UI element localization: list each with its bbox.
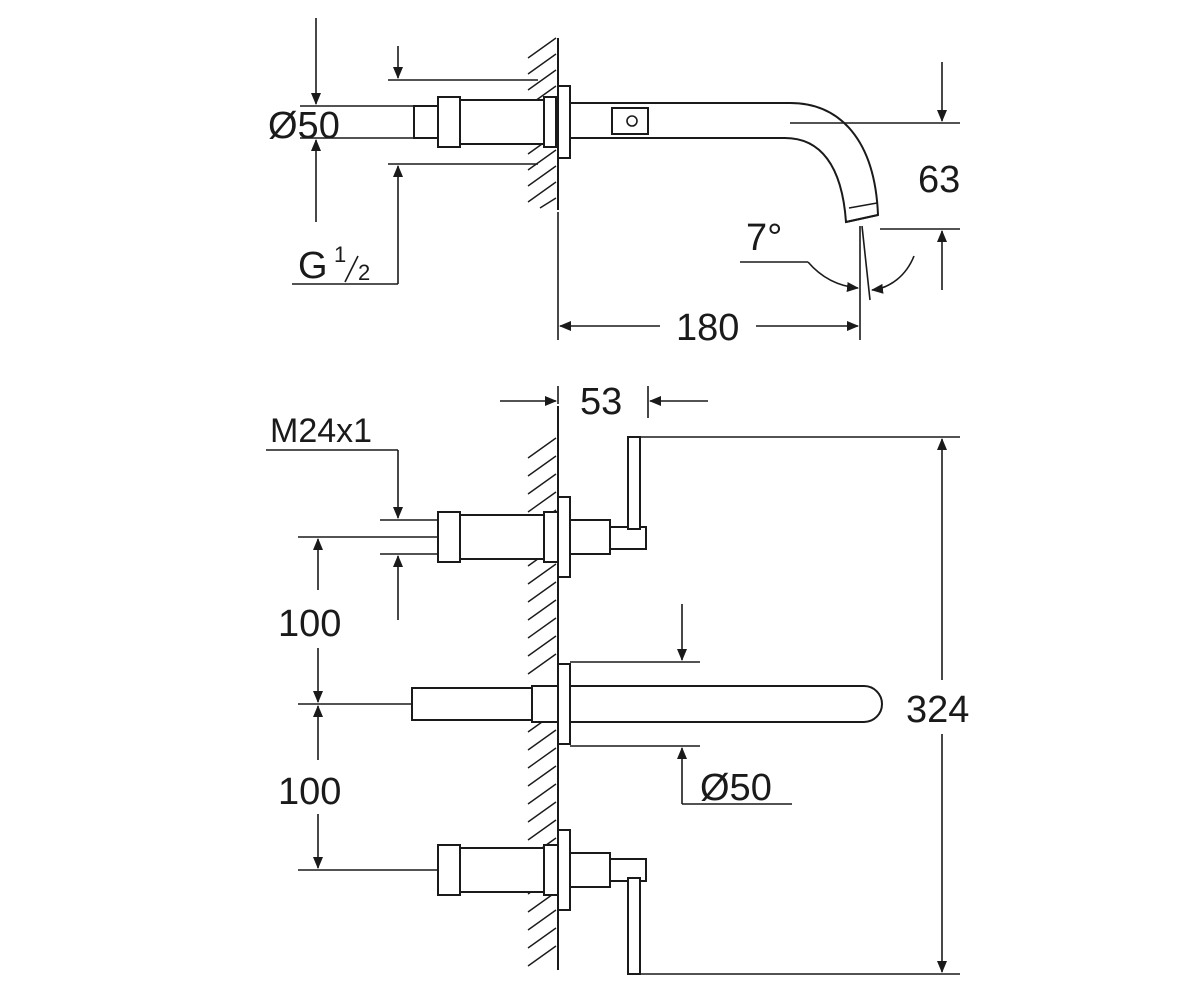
top-length-dim: 180 bbox=[557, 212, 861, 349]
top-height-dim: 63 bbox=[790, 62, 960, 290]
top-valve-body bbox=[413, 96, 557, 148]
spacing-lower-label: 100 bbox=[278, 771, 341, 813]
bottom-spacing-dim: 100 100 bbox=[278, 536, 438, 871]
bottom-spout bbox=[411, 663, 883, 745]
top-spout bbox=[570, 102, 880, 224]
upper-lever bbox=[627, 436, 641, 530]
top-angle-dim: 7° bbox=[740, 217, 915, 306]
total-height-label: 324 bbox=[906, 689, 969, 731]
top-view: Ø50 G 1 2 63 bbox=[268, 18, 960, 349]
top-thread-label-num: 1 bbox=[334, 242, 346, 267]
top-diameter-label: Ø50 bbox=[268, 105, 340, 147]
top-thread-dim: G 1 2 bbox=[292, 18, 414, 287]
spacing-upper-label: 100 bbox=[278, 603, 341, 645]
top-rosette bbox=[557, 85, 571, 159]
top-thread-label-den: 2 bbox=[358, 260, 370, 285]
top-length-label: 180 bbox=[676, 307, 739, 349]
bottom-thread-dim: M24x1 bbox=[266, 412, 438, 620]
upper-handle-assembly bbox=[437, 436, 647, 578]
top-diameter-dim: Ø50 bbox=[268, 46, 538, 200]
bottom-depth-label: 53 bbox=[580, 381, 622, 423]
top-thread-label-main: G bbox=[298, 245, 328, 287]
spout-diameter-label: Ø50 bbox=[700, 767, 772, 809]
top-height-label: 63 bbox=[918, 159, 960, 201]
top-angle-label: 7° bbox=[746, 217, 782, 259]
bottom-view: 53 M24x1 100 100 bbox=[266, 381, 969, 975]
lower-lever bbox=[627, 877, 641, 975]
lower-handle-assembly bbox=[437, 829, 647, 975]
bottom-total-height-dim: 324 bbox=[640, 436, 969, 975]
bottom-thread-label: M24x1 bbox=[270, 412, 372, 450]
bottom-spout-diameter-dim: Ø50 bbox=[570, 604, 792, 809]
bottom-depth-dim: 53 bbox=[500, 381, 708, 423]
